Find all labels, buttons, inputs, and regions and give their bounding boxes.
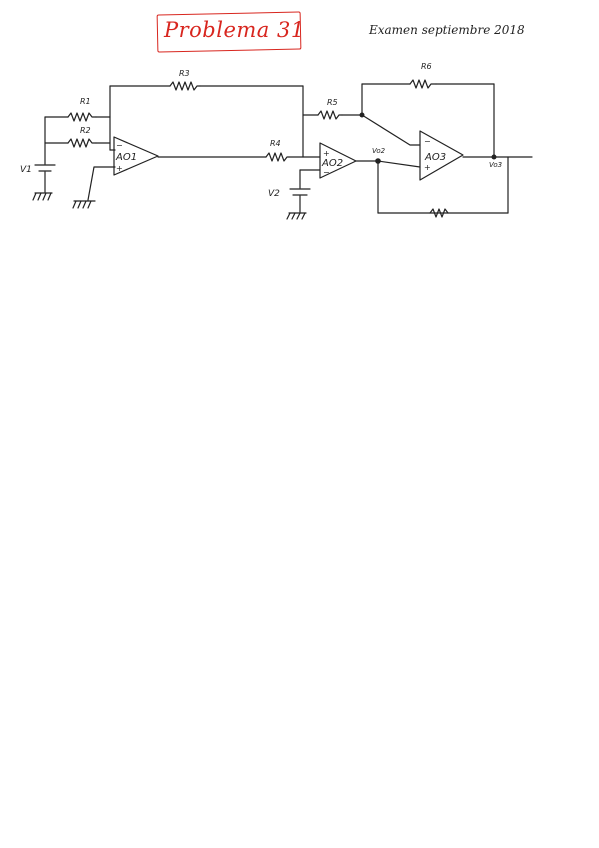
ao3-opamp [419,130,464,181]
wire-vo2-ao3-plus [377,160,421,168]
ao2-minus-sign: − [323,168,330,177]
r6-label: R6 [421,62,432,71]
ao1-minus-sign: − [116,141,123,150]
r2-label: R2 [80,126,91,135]
junction-r5-node [359,112,365,118]
v2-source [289,188,311,213]
junction-vo3 [491,154,497,160]
ao3-plus-sign: + [424,163,431,172]
r5-label: R5 [327,98,338,107]
ao2-label: AO2 [321,158,343,169]
wire-ao1-plus-ground [87,166,116,201]
page-title: Problema 31 [164,18,305,42]
v2-ground [286,212,307,220]
r2-resistor [67,138,97,148]
vo2-label: Vo2 [372,147,386,155]
ao1-ground [72,200,96,209]
junction-vo2 [375,158,381,164]
ao1-plus-sign: + [116,164,123,173]
ao1-label: AO1 [115,152,137,163]
r4-label: R4 [270,139,281,148]
r3-label: R3 [179,69,190,78]
r4-resistor [265,152,290,162]
r5-resistor [317,110,343,120]
ao2-opamp [319,142,357,179]
ao3-minus-sign: − [424,137,431,146]
v1-source [34,116,56,193]
ao1-opamp [113,136,159,176]
vo3-label: Vo3 [489,161,502,169]
ao2-plus-sign: + [323,149,330,158]
v1-label: V1 [20,165,32,175]
r1-resistor [67,112,97,122]
r1-label: R1 [80,97,91,106]
v2-label: V2 [268,189,280,199]
wire-ao3-minus [361,114,421,146]
ao3-label: AO3 [424,152,446,163]
v1-ground [32,192,53,201]
bottom-resistor [429,208,449,218]
exam-subtitle: Examen septiembre 2018 [369,23,525,37]
r3-resistor [169,81,201,91]
r6-resistor [409,79,437,89]
